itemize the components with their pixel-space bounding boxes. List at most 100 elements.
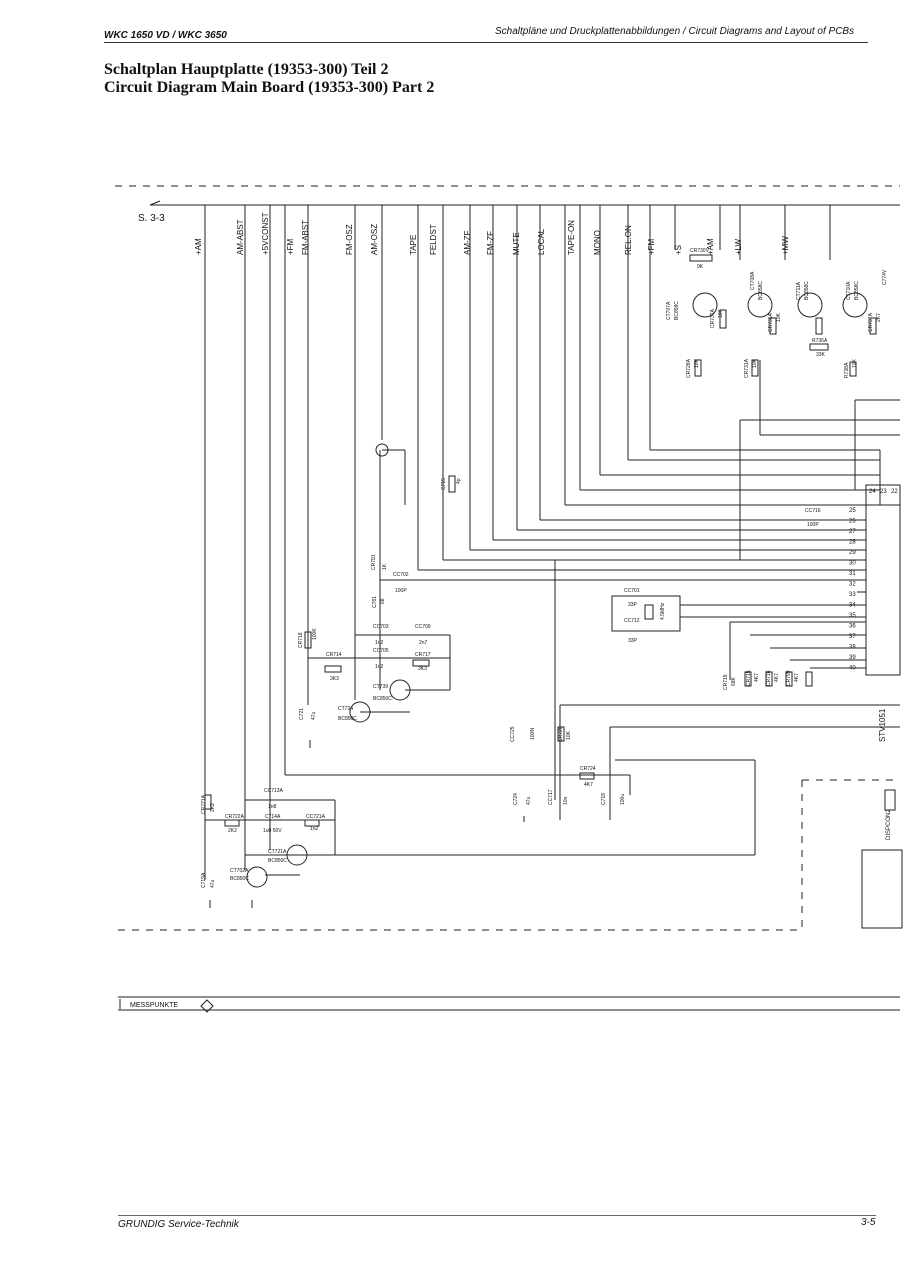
signal-label: +LW xyxy=(734,238,743,255)
transistor-icon xyxy=(246,866,268,888)
component-label: 100N xyxy=(530,728,536,740)
component-label: CR737A xyxy=(710,308,716,328)
component-label: 10K xyxy=(776,312,782,322)
component-label: CR715 xyxy=(746,670,752,686)
component-label: BC858C xyxy=(854,281,860,300)
signal-label: FM-ABST xyxy=(301,220,310,255)
signal-label: TAPE xyxy=(409,235,418,255)
component-label: CT734 xyxy=(338,706,353,712)
component-label: 9K xyxy=(697,264,704,270)
component-label: BC858C xyxy=(758,281,764,300)
component-label: C774V xyxy=(882,269,888,285)
component-label: CT711A xyxy=(796,281,802,300)
component-label: 100u xyxy=(620,794,626,805)
component-label: 10K xyxy=(566,730,572,740)
ic-pin-number: 36 xyxy=(849,624,856,630)
component-label: C714A xyxy=(265,814,281,820)
component-label: C715 xyxy=(441,478,447,490)
component-label: 3K3 xyxy=(330,676,339,682)
signal-label: LOCAL xyxy=(537,228,546,255)
component-label: 2n7 xyxy=(419,640,428,646)
component-label: CT702A xyxy=(230,868,249,874)
ic-pin-number: 38 xyxy=(849,645,856,651)
component-label: CT708A xyxy=(750,271,756,290)
component-label: BC850C xyxy=(373,696,392,702)
ic-pin-number: 34 xyxy=(849,603,856,609)
component-label: 33P xyxy=(628,602,638,608)
ic-pin-number: 40 xyxy=(849,666,856,672)
footer-brand: GRUNDIG Service-Technik xyxy=(118,1219,239,1230)
component-label: CC713A xyxy=(264,788,284,794)
component-label: 1K xyxy=(382,563,388,570)
transistor-icon xyxy=(842,292,868,318)
component-label: CR737A xyxy=(868,312,874,332)
component-label: 33P xyxy=(628,638,638,644)
measuring-point-marker-icon xyxy=(200,999,214,1013)
header-rule xyxy=(104,42,868,43)
title-english: Circuit Diagram Main Board (19353-300) P… xyxy=(104,79,435,96)
component-label: 4K7 xyxy=(774,673,780,682)
component-label: 100K xyxy=(312,628,318,640)
component-label: CT710A xyxy=(846,281,852,300)
signal-label: +S xyxy=(674,245,683,255)
section-header: Schaltpläne und Druckplattenabbildungen … xyxy=(495,26,855,37)
component-label: BC850C xyxy=(268,858,287,864)
sheet-reference: S. 3-3 xyxy=(138,213,165,224)
component-label: BC858C xyxy=(804,281,810,300)
component-label: 47u xyxy=(311,711,317,720)
ic-label: STV1051 xyxy=(878,708,887,742)
signal-label: AM-ABST xyxy=(236,219,245,255)
component-label: 10n xyxy=(563,796,569,805)
component-label: CR720 xyxy=(558,726,564,742)
ic-pin-number: 28 xyxy=(849,540,856,546)
component-label: CT721A xyxy=(268,849,287,855)
signal-label: AM-ZF xyxy=(463,230,472,255)
component-label: CR722A xyxy=(225,814,245,820)
title-german: Schaltplan Hauptplatte (19353-300) Teil … xyxy=(104,61,389,78)
component-label: 3K3 xyxy=(418,666,427,672)
component-label: CC709 xyxy=(415,624,431,630)
ic-pin-number: 26 xyxy=(849,519,856,525)
component-label: C781 xyxy=(372,596,378,608)
signal-label: +AM xyxy=(194,238,203,255)
signal-label: +FM xyxy=(647,238,656,255)
component-label: BC850C xyxy=(230,876,249,882)
component-label: C724 xyxy=(513,793,519,805)
signal-label: MUTE xyxy=(512,232,521,255)
signal-label: +MW xyxy=(781,236,790,255)
component-label: CR718 xyxy=(298,632,304,648)
component-label: 4.5MHz xyxy=(660,602,666,620)
component-label: 68K xyxy=(731,676,737,686)
component-label: CC701 xyxy=(624,588,640,594)
component-label: BC850C xyxy=(338,716,357,722)
signal-label: FELDST xyxy=(429,224,438,255)
ic-pin-number: 37 xyxy=(849,634,856,640)
signal-label: MONO xyxy=(593,230,602,255)
component-label: 100P xyxy=(807,522,819,528)
component-label: 1n2 xyxy=(375,664,384,670)
ic-pin-number: 22 xyxy=(891,489,898,495)
ic-pin-number: 32 xyxy=(849,582,856,588)
measuring-points-label: MESSPUNKTE xyxy=(130,1002,179,1009)
signal-label: +FM xyxy=(286,238,295,255)
component-label: BC858C xyxy=(674,301,680,320)
transistor-icon xyxy=(349,701,371,723)
component-label: 33K xyxy=(816,352,826,358)
test-point-icon xyxy=(375,443,389,457)
component-label: 4K7 xyxy=(754,673,760,682)
component-label: 10K xyxy=(752,358,758,368)
component-label: 2K2 xyxy=(210,803,216,812)
component-label: CC702 xyxy=(393,572,409,578)
component-label: 10K xyxy=(852,358,858,368)
signal-label: TAPE-ON xyxy=(567,220,576,255)
component-label: 4K7 xyxy=(584,782,593,788)
ic-pin-number: 25 xyxy=(849,508,856,514)
component-label: CR717 xyxy=(415,652,431,658)
component-label: R736A xyxy=(812,338,828,344)
ic-pin-number: 30 xyxy=(849,561,856,567)
component-label: 1n8 xyxy=(268,804,277,810)
component-label: CR731A xyxy=(744,358,750,378)
ic-pin-number: 24 xyxy=(869,489,876,495)
component-label: 4K7 xyxy=(794,673,800,682)
